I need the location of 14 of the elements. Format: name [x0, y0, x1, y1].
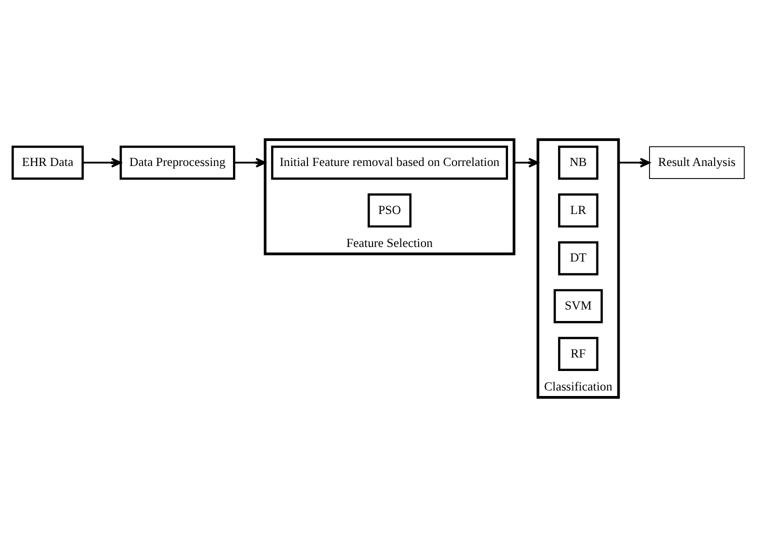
node-box: Data Preprocessing — [120, 145, 236, 180]
node-box: SVM — [554, 288, 603, 323]
arrow — [514, 157, 539, 168]
node-box: Initial Feature removal based on Correlation — [271, 145, 508, 180]
node-box: LR — [558, 192, 598, 228]
node-box: NB — [558, 145, 598, 180]
node-box: DT — [558, 240, 598, 275]
arrow — [82, 157, 122, 168]
node-box: PSO — [368, 192, 412, 228]
arrow — [618, 157, 650, 168]
arrow — [234, 157, 266, 168]
node-box: Result Analysis — [649, 146, 745, 179]
node-box: RF — [558, 336, 598, 371]
node-box: EHR Data — [12, 145, 84, 180]
